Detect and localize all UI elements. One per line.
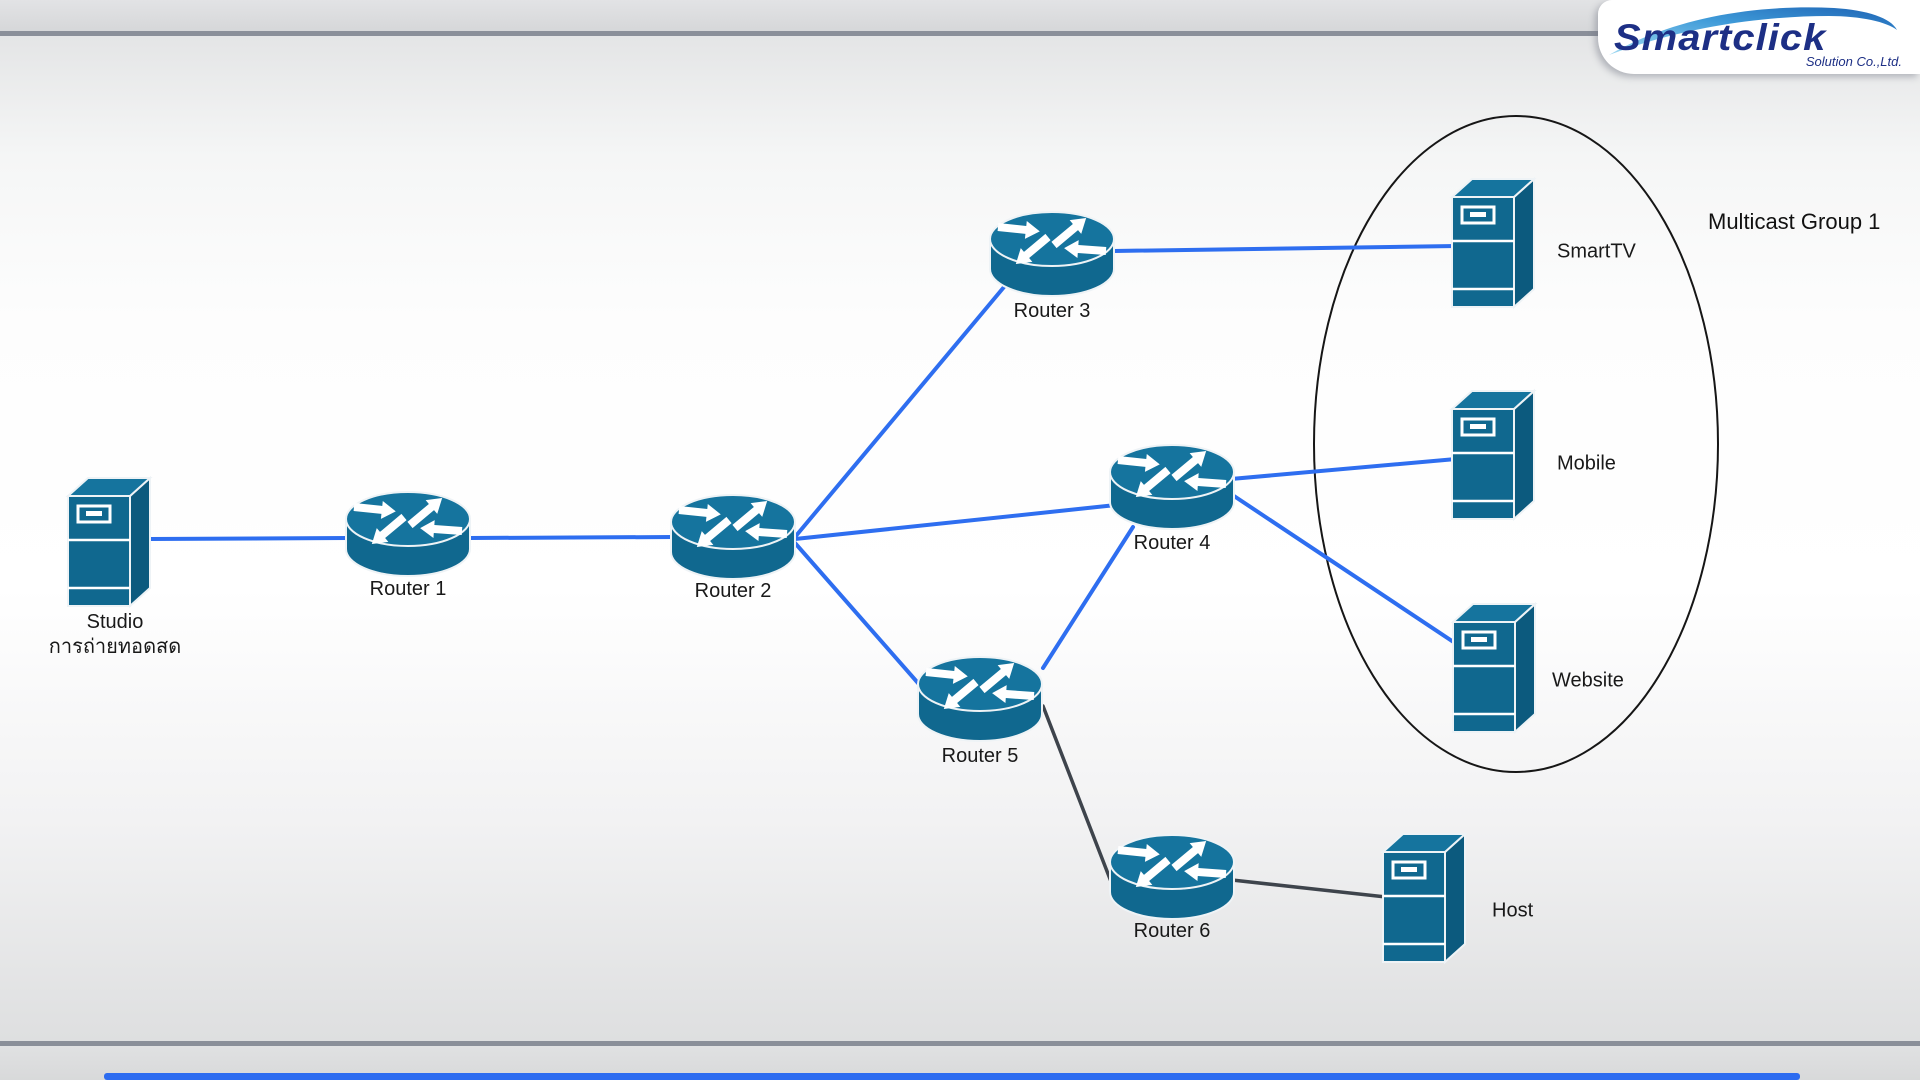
- router3-router-icon: [989, 210, 1115, 297]
- smarttv-server-icon: [1450, 177, 1536, 309]
- link-router4-mobile: [1229, 457, 1458, 481]
- link-router4-website: [1226, 490, 1460, 647]
- link-studio-router1: [148, 536, 350, 541]
- multicast-group-label: Multicast Group 1: [1708, 209, 1881, 234]
- links-layer: [148, 244, 1460, 899]
- top-separator-line: [0, 31, 1920, 36]
- link-router1-router2: [468, 535, 676, 540]
- link-router6-host: [1230, 878, 1388, 899]
- brand-name: Smartclick: [1614, 17, 1827, 59]
- video-progress-bar[interactable]: [104, 1073, 1800, 1080]
- bottom-separator-line: [0, 1041, 1920, 1046]
- link-router3-smarttv: [1112, 244, 1458, 253]
- link-router2-router5: [793, 541, 927, 693]
- router1-router-icon: [345, 490, 471, 577]
- router5-router-icon: [917, 655, 1043, 742]
- link-router5-router4: [1041, 525, 1135, 670]
- studio-server-icon: [66, 476, 152, 608]
- link-router2-router4: [793, 503, 1118, 541]
- link-router2-router3: [793, 285, 1006, 539]
- router2-router-icon: [670, 493, 796, 580]
- router6-router-icon: [1109, 833, 1235, 920]
- multicast-group-ellipse: [1313, 115, 1719, 773]
- group-shape-layer: [1313, 115, 1719, 773]
- host-server-icon: [1381, 832, 1467, 964]
- devices-layer: [66, 177, 1537, 964]
- brand-subtitle: Solution Co.,Ltd.: [1805, 54, 1902, 69]
- router4-router-icon: [1109, 443, 1235, 530]
- brand-logo: Smartclick Solution Co.,Ltd.: [1598, 0, 1920, 74]
- website-server-icon: [1451, 602, 1537, 734]
- logo-swoosh-icon: [1609, 7, 1897, 55]
- link-router5-router6: [1041, 704, 1119, 899]
- mobile-server-icon: [1450, 389, 1536, 521]
